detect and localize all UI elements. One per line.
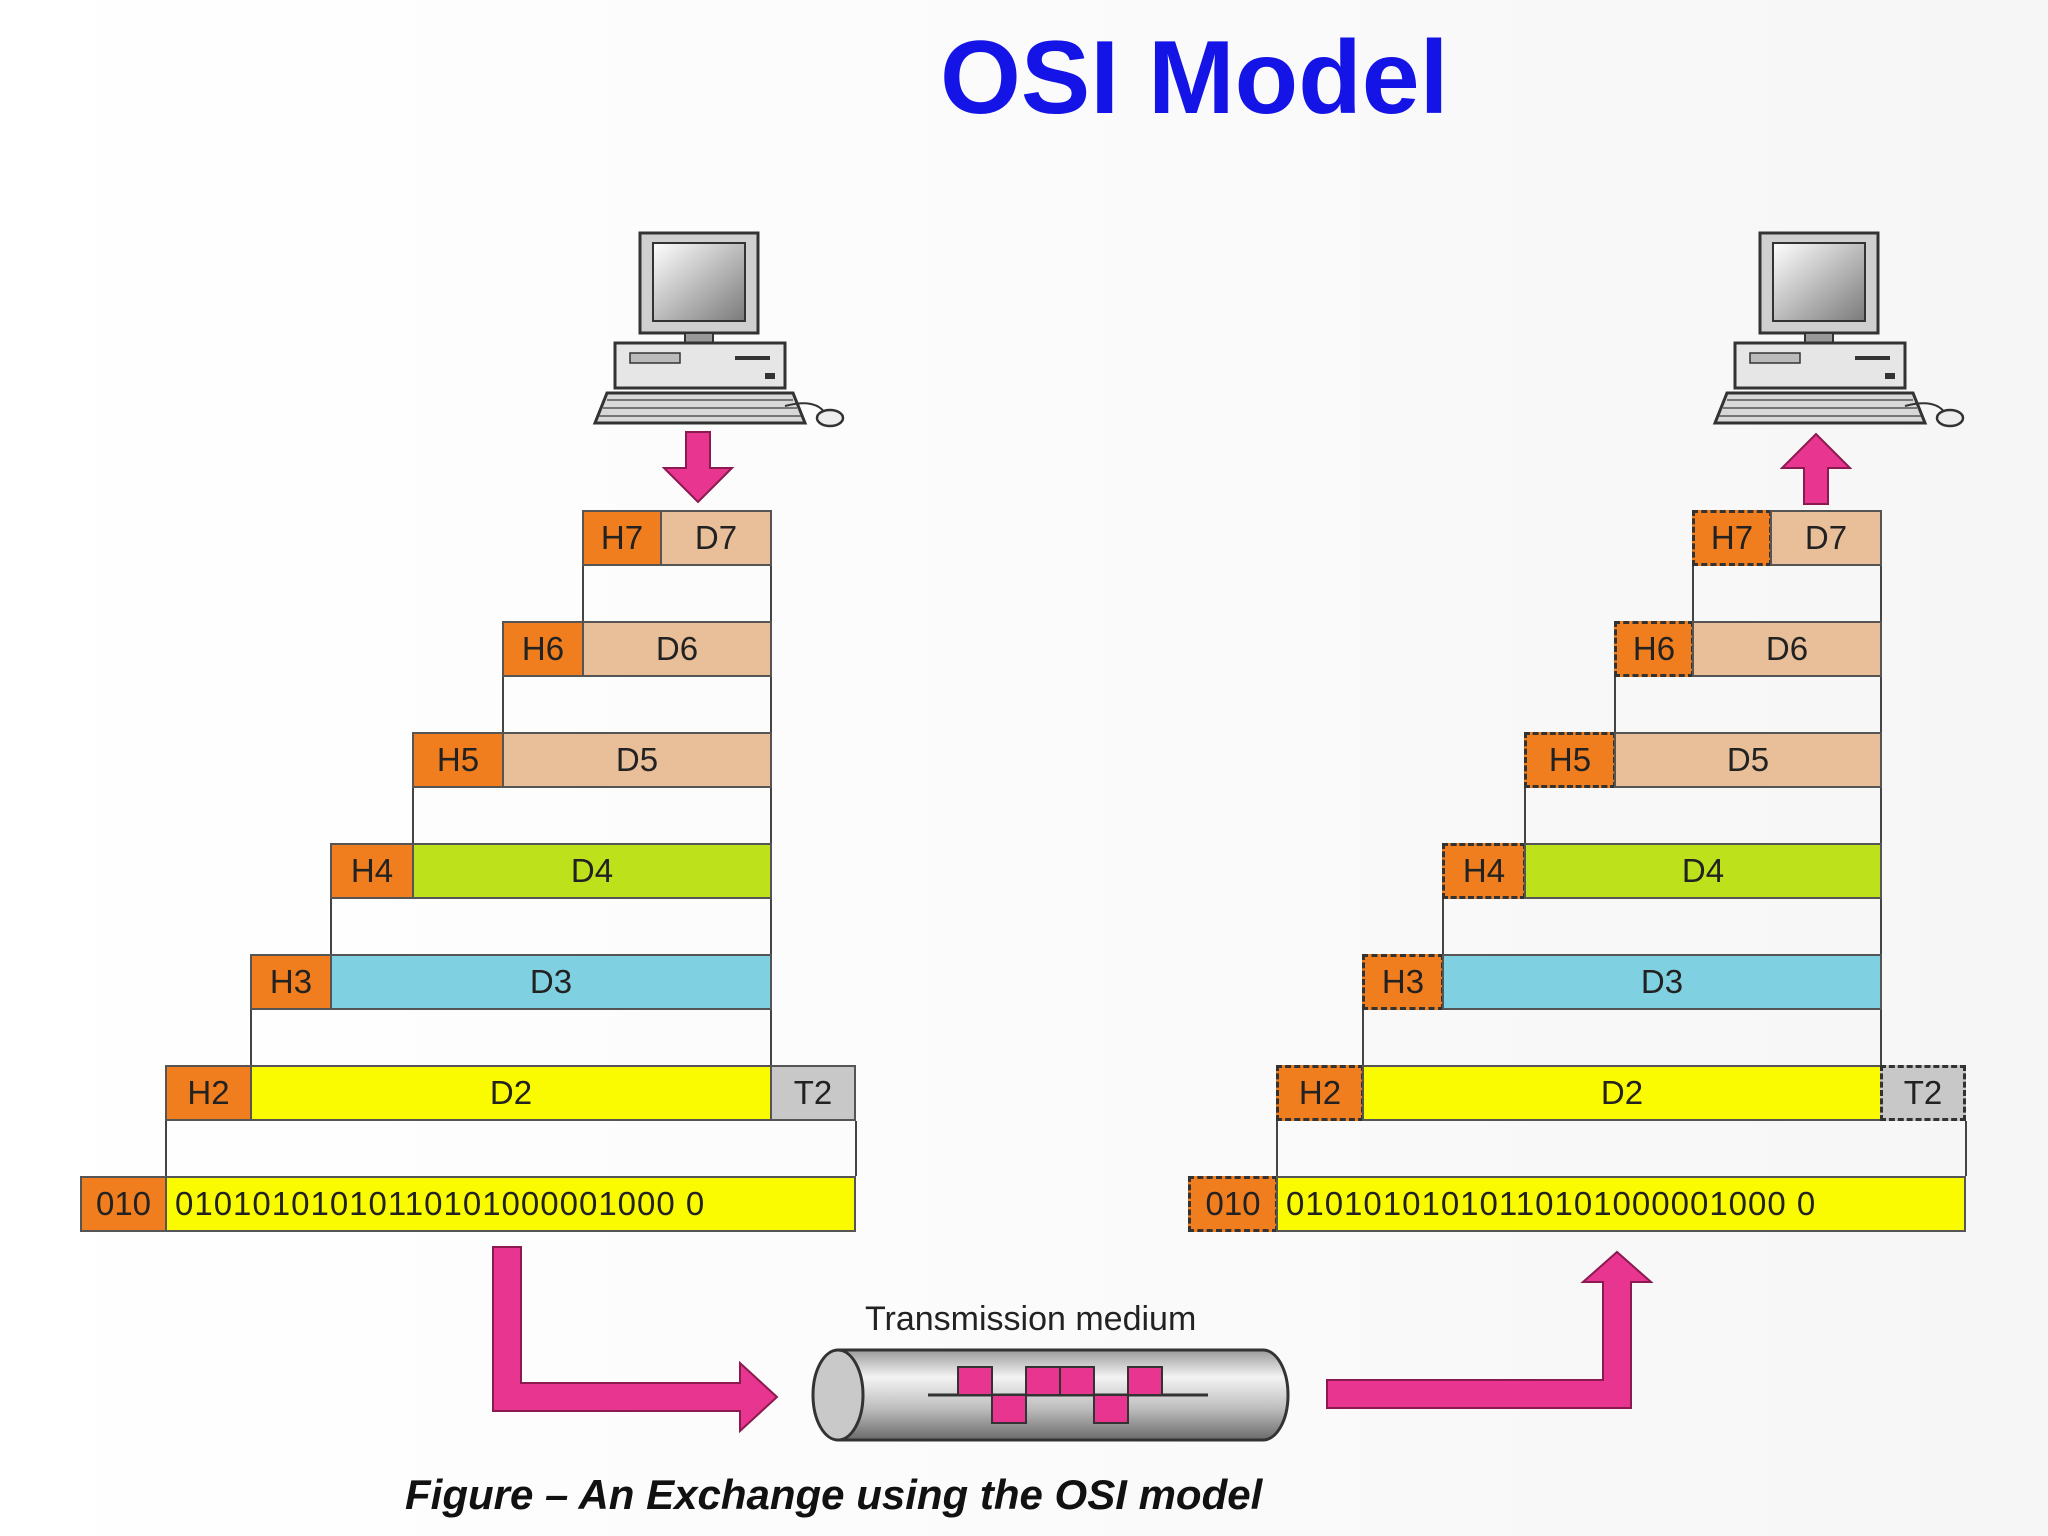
receiver-header-h4: H4 [1442, 843, 1526, 899]
receiver-data-d3: D3 [1442, 954, 1882, 1010]
sender-computer-icon [592, 231, 845, 428]
connector-line [412, 788, 414, 843]
sender-bitstream: 01010101010110101000001000 0 [165, 1176, 856, 1232]
receiver-bitstream: 01010101010110101000001000 0 [1276, 1176, 1966, 1232]
sender-header-h5: H5 [412, 732, 504, 788]
receiver-data-d7: D7 [1770, 510, 1882, 566]
receiver-header-h2: H2 [1276, 1065, 1364, 1121]
connector-line [1692, 566, 1694, 621]
connector-line [1880, 899, 1882, 954]
connector-line [1276, 1121, 1278, 1176]
connector-line [1880, 677, 1882, 732]
transmission-medium-label: Transmission medium [865, 1300, 1197, 1338]
receiver-data-d6: D6 [1692, 621, 1882, 677]
sender-to-medium-arrow [492, 1246, 779, 1434]
connector-line [250, 1010, 252, 1065]
sender-header-h4: H4 [330, 843, 414, 899]
connector-line [855, 1121, 857, 1176]
sender-physical-header: 010 [80, 1176, 167, 1232]
connector-line [1965, 1121, 1967, 1176]
connector-line [165, 1121, 167, 1176]
sender-data-d7: D7 [660, 510, 772, 566]
down-arrow-icon [661, 431, 735, 504]
connector-line [1442, 899, 1444, 954]
connector-line [770, 788, 772, 843]
connector-line [330, 899, 332, 954]
connector-line [770, 1010, 772, 1065]
receiver-trailer-t2: T2 [1880, 1065, 1966, 1121]
connector-line [770, 566, 772, 621]
receiver-header-h7: H7 [1692, 510, 1772, 566]
sender-header-h7: H7 [582, 510, 662, 566]
sender-header-h3: H3 [250, 954, 332, 1010]
connector-line [770, 677, 772, 732]
receiver-data-d5: D5 [1614, 732, 1882, 788]
receiver-computer-icon [1712, 231, 1965, 428]
sender-data-d2: D2 [250, 1065, 772, 1121]
sender-trailer-t2: T2 [770, 1065, 856, 1121]
sender-data-d6: D6 [582, 621, 772, 677]
transmission-medium-cable-icon [811, 1348, 1290, 1442]
connector-line [770, 899, 772, 954]
sender-data-d3: D3 [330, 954, 772, 1010]
receiver-data-d4: D4 [1524, 843, 1882, 899]
receiver-header-h6: H6 [1614, 621, 1694, 677]
up-arrow-icon [1779, 432, 1853, 505]
figure-caption: Figure – An Exchange using the OSI model [405, 1471, 1263, 1518]
connector-line [1880, 1010, 1882, 1065]
medium-to-receiver-arrow [1326, 1250, 1654, 1409]
receiver-header-h5: H5 [1524, 732, 1616, 788]
receiver-header-h3: H3 [1362, 954, 1444, 1010]
connector-line [1614, 677, 1616, 732]
sender-data-d4: D4 [412, 843, 772, 899]
sender-header-h6: H6 [502, 621, 584, 677]
receiver-physical-header: 010 [1188, 1176, 1278, 1232]
connector-line [582, 566, 584, 621]
page-title: OSI Model [940, 20, 1449, 136]
sender-data-d5: D5 [502, 732, 772, 788]
sender-header-h2: H2 [165, 1065, 252, 1121]
connector-line [1880, 566, 1882, 621]
connector-line [1362, 1010, 1364, 1065]
connector-line [1880, 788, 1882, 843]
connector-line [1524, 788, 1526, 843]
receiver-data-d2: D2 [1362, 1065, 1882, 1121]
connector-line [502, 677, 504, 732]
